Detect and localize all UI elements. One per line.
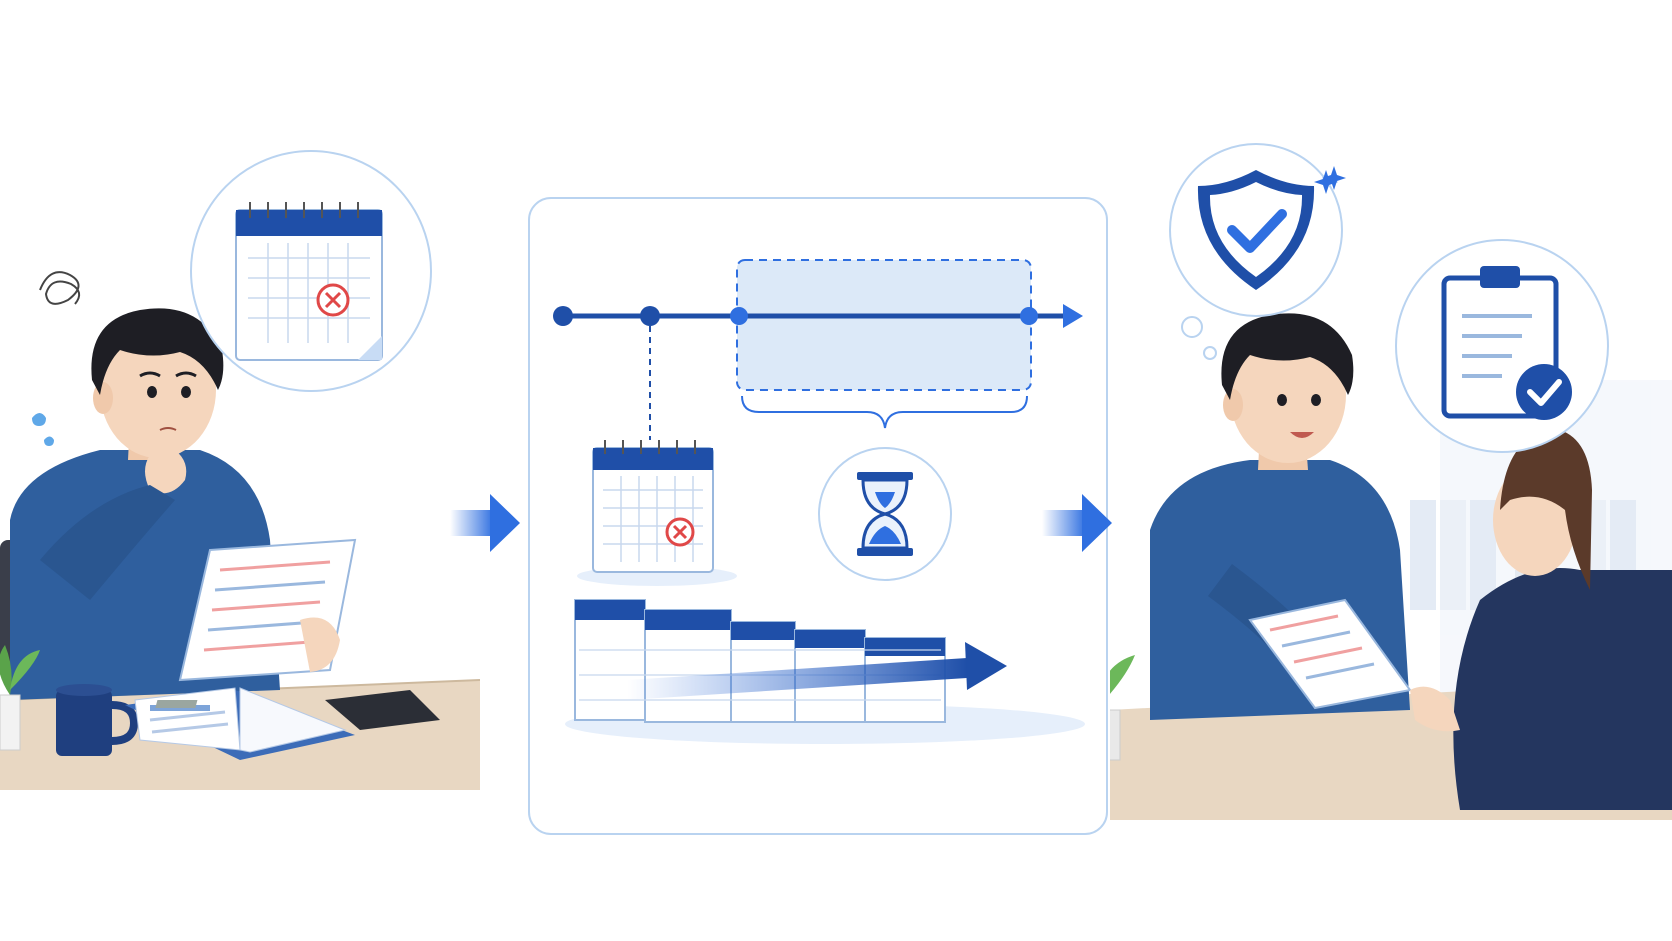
sparkle-icon [1314, 170, 1338, 194]
timeline-panel [528, 197, 1108, 835]
shield-bubble [1169, 143, 1343, 317]
problem-panel [0, 271, 480, 790]
sparkle-icon-2 [1322, 166, 1346, 190]
calendar-missed-icon [577, 440, 737, 586]
calculator-icon [155, 690, 440, 730]
thought-bubble-dots [1181, 316, 1217, 360]
shield-check-icon [1197, 170, 1315, 290]
missed-deadline-bubble [190, 150, 432, 392]
document-icon [1248, 598, 1412, 710]
calendar-missed-deadline-icon [235, 202, 383, 361]
advisor-icon [1410, 430, 1672, 810]
document-icon [178, 538, 357, 682]
resolved-panel [1110, 313, 1672, 820]
progress-arrow-icon [627, 642, 1007, 700]
arrow-right-icon [450, 494, 520, 552]
hourglass-icon [818, 447, 952, 581]
clipboard-check-icon [1441, 266, 1572, 420]
plant-icon-front [1110, 655, 1135, 761]
plant-icon [0, 645, 40, 751]
arrow-right-icon-2 [1042, 494, 1112, 552]
timeline-icon [553, 259, 1083, 440]
clipboard-bubble [1395, 239, 1609, 453]
mug-icon [56, 684, 139, 756]
